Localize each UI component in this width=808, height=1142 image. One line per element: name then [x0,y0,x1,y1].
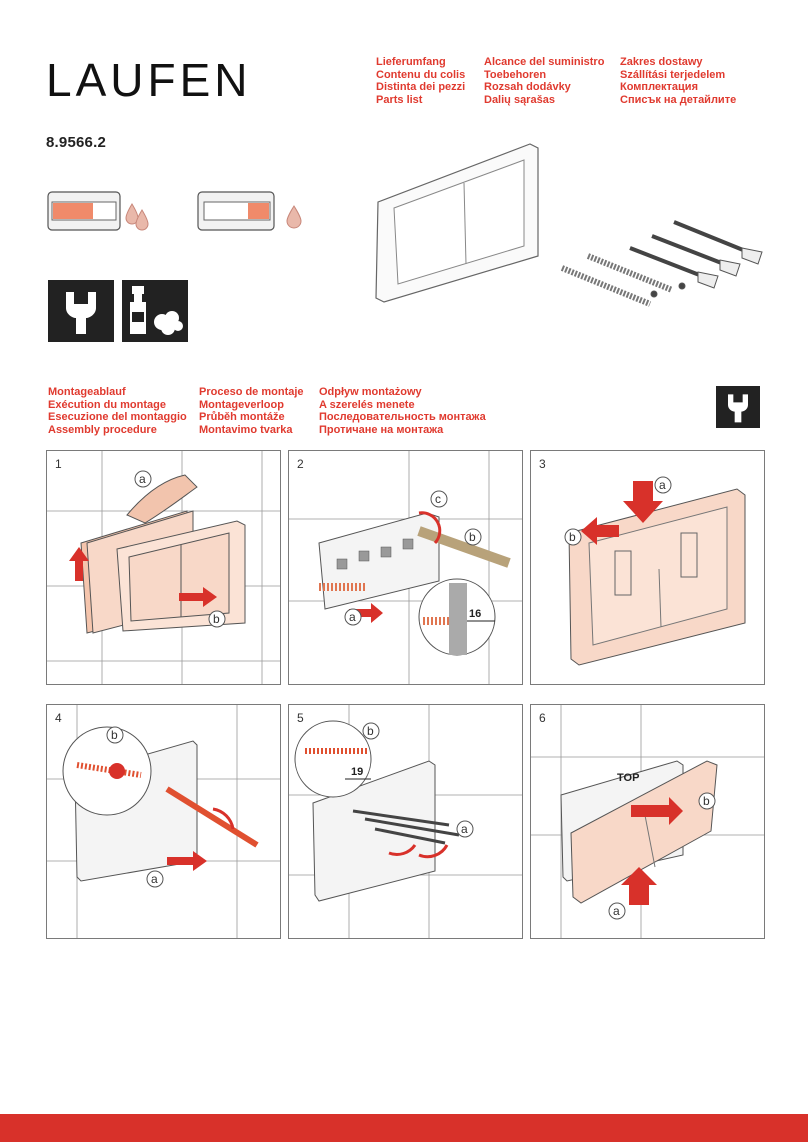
parts-heading: Distinta dei pezzi [376,81,466,93]
step-6-panel: 6 TOP a b [530,704,765,939]
step-2-panel: 2 16 a b c [288,450,523,685]
parts-heading: Szállítási terjedelem [620,68,726,81]
callout-c: c [435,492,441,506]
assembly-heading: Протичане на монтажа [319,423,444,436]
parts-heading: Toebehoren [484,68,547,81]
assembly-heading: Odpływ montażowy [319,386,422,398]
callout-b: b [213,612,220,626]
step-3-panel: 3 a b [530,450,765,685]
wrench-icon [48,280,114,342]
callout-b: b [111,728,118,742]
footer-accent-bar [0,1114,808,1142]
assembly-heading: Montageablauf [48,386,126,398]
callout-a: a [151,872,158,886]
cleaning-agent-icon [122,280,188,342]
partial-flush-icon [197,191,302,231]
callout-b: b [703,794,710,808]
callout-b: b [569,530,576,544]
callout-b: b [469,530,476,544]
assembly-heading: Assembly procedure [48,423,157,436]
dimension-label: 16 [469,608,481,620]
step-number: 1 [55,457,62,471]
parts-heading: Parts list [376,93,423,106]
callout-a: a [659,478,666,492]
parts-heading: Alcance del suministro [484,56,605,68]
assembly-heading: Montageverloop [199,398,284,411]
parts-heading: Комплектация [620,81,698,93]
step-number: 5 [297,711,304,725]
parts-heading: Contenu du colis [376,68,466,81]
dimension-label: 19 [351,766,363,778]
parts-heading: Lieferumfang [376,56,446,68]
assembly-heading: Exécution du montage [48,398,166,411]
step-5-panel: 5 19 a b [288,704,523,939]
parts-list-headings: Lieferumfang Alcance del suministro Zakr… [376,56,750,106]
wrench-icon [716,386,760,428]
assembly-heading: A szerelés menete [319,398,415,411]
step-number: 6 [539,711,546,725]
step-number: 4 [55,711,62,725]
parts-heading: Rozsah dodávky [484,81,571,93]
assembly-headings: Montageablauf Proceso de montaje Odpływ … [48,386,499,436]
assembly-heading: Последовательность монтажа [319,411,486,423]
mounting-screws-part [560,220,763,307]
assembly-heading: Proceso de montaje [199,386,304,398]
step-number: 2 [297,457,304,471]
callout-a: a [613,904,620,918]
laufen-logo-text: LAUFEN [46,56,251,102]
parts-heading: Dalių sąrašas [484,93,555,106]
step-1-panel: 1 a b [46,450,281,685]
parts-heading: Zakres dostawy [620,56,703,68]
top-marking: TOP [617,772,639,784]
callout-b: b [367,724,374,738]
step-4-panel: 4 a b [46,704,281,939]
assembly-heading: Průběh montáže [199,411,285,423]
callout-a: a [461,822,468,836]
full-flush-icon [47,191,149,231]
product-code: 8.9566.2 [46,134,106,151]
callout-a: a [349,610,356,624]
assembly-heading: Montavimo tvarka [199,423,293,436]
step-number: 3 [539,457,546,471]
flush-plate-part [375,143,539,303]
laufen-logo: LAUFEN [46,56,280,102]
assembly-heading: Esecuzione del montaggio [48,411,187,423]
parts-heading: Списък на детайлите [620,93,737,106]
callout-a: a [139,472,146,486]
